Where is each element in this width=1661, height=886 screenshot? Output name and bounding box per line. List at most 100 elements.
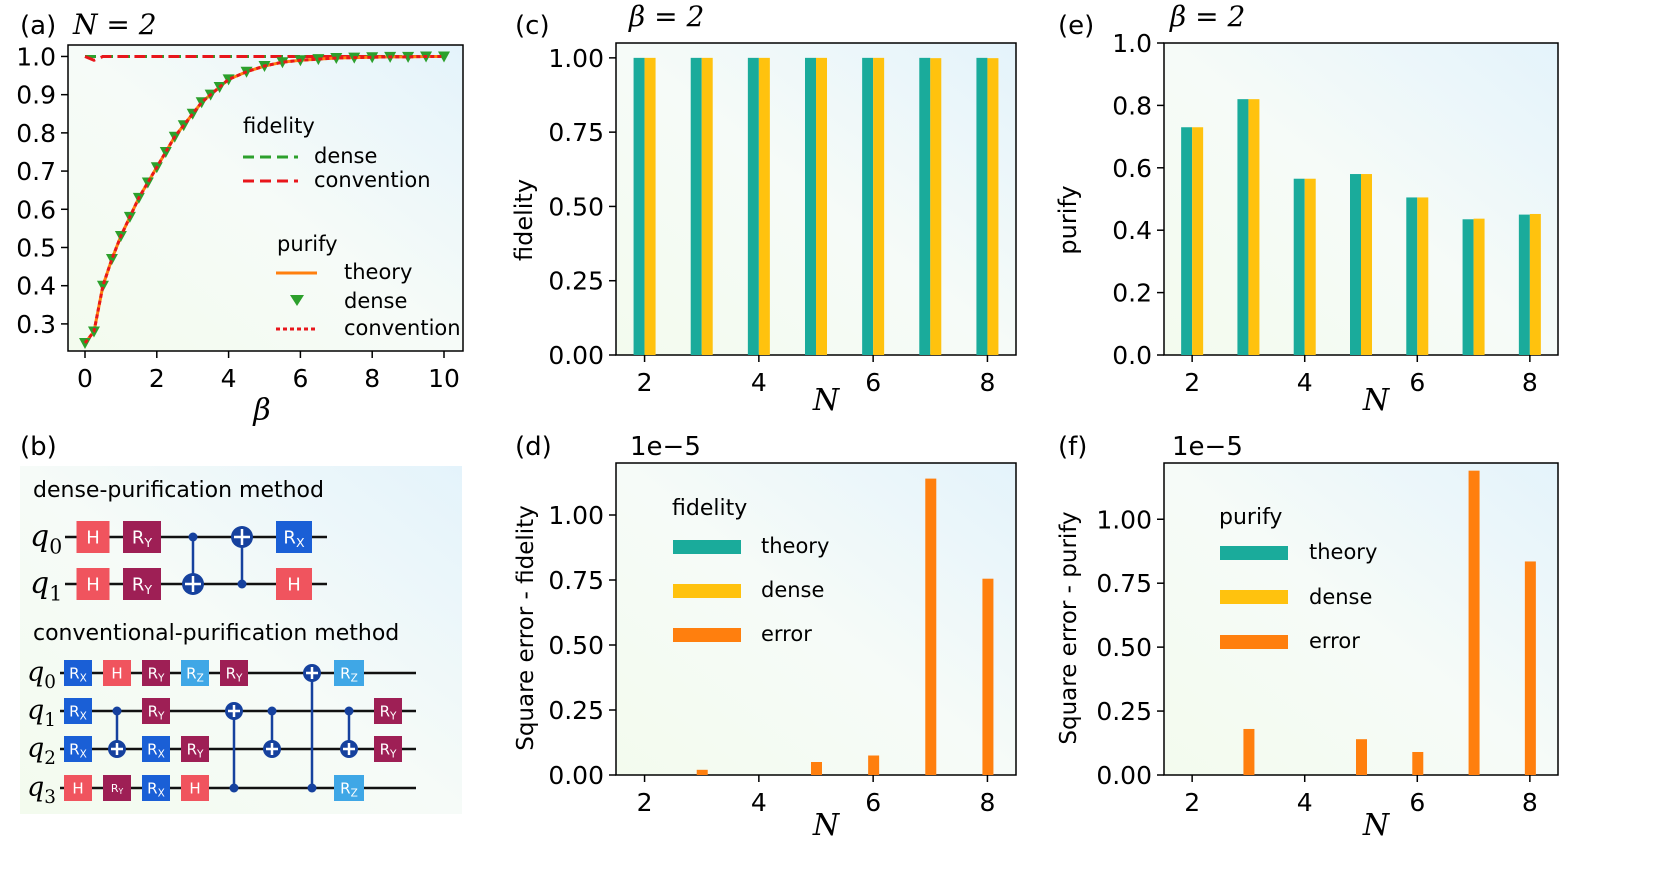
cnot-control-dot xyxy=(237,579,247,589)
h-gate-label: H xyxy=(86,527,100,548)
panel-f-legend-title: purify xyxy=(1219,505,1282,530)
d-bar-error xyxy=(696,769,708,775)
cnot-control-dot xyxy=(188,532,198,542)
d-bar-error xyxy=(811,762,822,775)
ry-gate xyxy=(142,698,170,724)
rz-gate xyxy=(334,775,364,801)
panel-d-label: (d) xyxy=(515,432,552,462)
panel-e-title: β = 2 xyxy=(1169,0,1245,33)
legend-dense-swatch xyxy=(673,584,741,598)
a-ytick-label: 0.5 xyxy=(16,233,56,262)
purify-dense-marker xyxy=(276,57,289,69)
e-xtick-label: 8 xyxy=(1522,368,1538,397)
a-xtick-label: 6 xyxy=(292,364,308,393)
e-xtick-label: 4 xyxy=(1297,368,1313,397)
panel-f-legend-theory: theory xyxy=(1309,540,1377,564)
panel-e-ylabel: purify xyxy=(1054,185,1082,254)
panel-e-label: (e) xyxy=(1058,11,1094,41)
d-bar-error xyxy=(982,578,994,775)
a-xtick-label: 4 xyxy=(221,364,237,393)
a-xtick-label: 2 xyxy=(149,364,165,393)
d-ytick-label: 0.00 xyxy=(548,761,604,790)
panel-d-legend-theory: theory xyxy=(761,534,829,558)
d-ytick-label: 0.50 xyxy=(548,631,604,660)
e-ytick-label: 0.8 xyxy=(1112,91,1152,120)
e-bar-theory xyxy=(1293,178,1305,355)
purify-dense-marker xyxy=(96,280,109,292)
panel-c-title: β = 2 xyxy=(628,0,704,33)
rx-gate xyxy=(142,775,170,801)
rx-gate xyxy=(64,698,92,724)
e-ytick-label: 0.2 xyxy=(1112,279,1152,308)
e-xtick-label: 6 xyxy=(1409,368,1425,397)
c-ytick-label: 1.00 xyxy=(548,44,604,73)
h-gate xyxy=(276,568,312,600)
f-xtick-label: 2 xyxy=(1184,788,1200,817)
c-bar-theory xyxy=(805,57,816,355)
panel-f-legend-dense: dense xyxy=(1309,585,1372,609)
c-xtick-label: 6 xyxy=(865,368,881,397)
panel-d-xlabel: N xyxy=(812,808,841,843)
c-bar-dense xyxy=(987,58,999,355)
f-bar-error xyxy=(1524,561,1536,775)
ry-gate xyxy=(220,660,248,686)
f-ytick-label: 0.75 xyxy=(1096,569,1152,598)
c-ytick-label: 0.75 xyxy=(548,118,604,147)
legend-fidelity-title: fidelity xyxy=(243,114,315,138)
d-ytick-label: 0.25 xyxy=(548,696,604,725)
purify-dense-marker xyxy=(105,253,118,265)
a-ytick-label: 0.4 xyxy=(16,272,56,301)
rx-gate xyxy=(64,736,92,762)
c-ytick-label: 0.50 xyxy=(548,192,604,221)
e-bar-theory xyxy=(1518,214,1530,355)
panel-a-legend-fidelity: fidelity dense convention xyxy=(243,114,431,192)
panel-d-legend-dense: dense xyxy=(761,578,824,602)
c-bar-dense xyxy=(873,57,885,355)
panel-a-plot xyxy=(79,51,450,349)
f-xtick-label: 4 xyxy=(1297,788,1313,817)
e-xtick-label: 2 xyxy=(1184,368,1200,397)
purify-dense-marker xyxy=(402,51,415,63)
c-bar-theory xyxy=(633,57,645,355)
a-ytick-label: 0.9 xyxy=(16,81,56,110)
rx-gate xyxy=(276,521,312,553)
e-bar-dense xyxy=(1473,218,1485,355)
e-bar-dense xyxy=(1192,127,1204,356)
panel-d-legend-title: fidelity xyxy=(672,496,747,521)
e-bar-theory xyxy=(1181,127,1193,356)
e-ytick-label: 1.0 xyxy=(1112,29,1152,58)
h-gate xyxy=(181,775,209,801)
e-bar-theory xyxy=(1237,99,1249,355)
panel-f-axes xyxy=(1163,462,1559,776)
panel-d-legend-error: error xyxy=(761,622,812,646)
f-bar-error xyxy=(1356,739,1367,775)
panel-d-offset: 1e−5 xyxy=(630,432,701,462)
qubit-label-q3: q3 xyxy=(27,772,56,808)
f-bar-error xyxy=(1412,751,1424,775)
legend-fidelity-dense: dense xyxy=(314,144,377,168)
a-xtick-label: 0 xyxy=(77,364,93,393)
legend-theory-swatch xyxy=(1220,546,1288,560)
f-ytick-label: 0.50 xyxy=(1096,633,1152,662)
f-bar-error xyxy=(1243,728,1255,775)
e-ytick-label: 0.6 xyxy=(1112,154,1152,183)
panel-a-legend-purify: purify theory dense convention xyxy=(276,232,461,340)
a-ytick-label: 0.6 xyxy=(16,195,56,224)
panel-f-legend-error: error xyxy=(1309,629,1360,653)
panel-d-legend: fidelity theory dense error xyxy=(672,496,829,646)
f-ytick-label: 0.00 xyxy=(1096,761,1152,790)
c-bar-theory xyxy=(690,57,702,355)
legend-theory-swatch xyxy=(673,540,741,554)
rz-gate xyxy=(334,660,364,686)
h-gate-label: H xyxy=(72,779,83,797)
a-ytick-label: 0.3 xyxy=(16,310,56,339)
e-bar-dense xyxy=(1248,99,1260,355)
d-bar-error xyxy=(925,478,937,775)
c-xtick-label: 2 xyxy=(637,368,653,397)
panel-a-axes xyxy=(67,44,464,352)
